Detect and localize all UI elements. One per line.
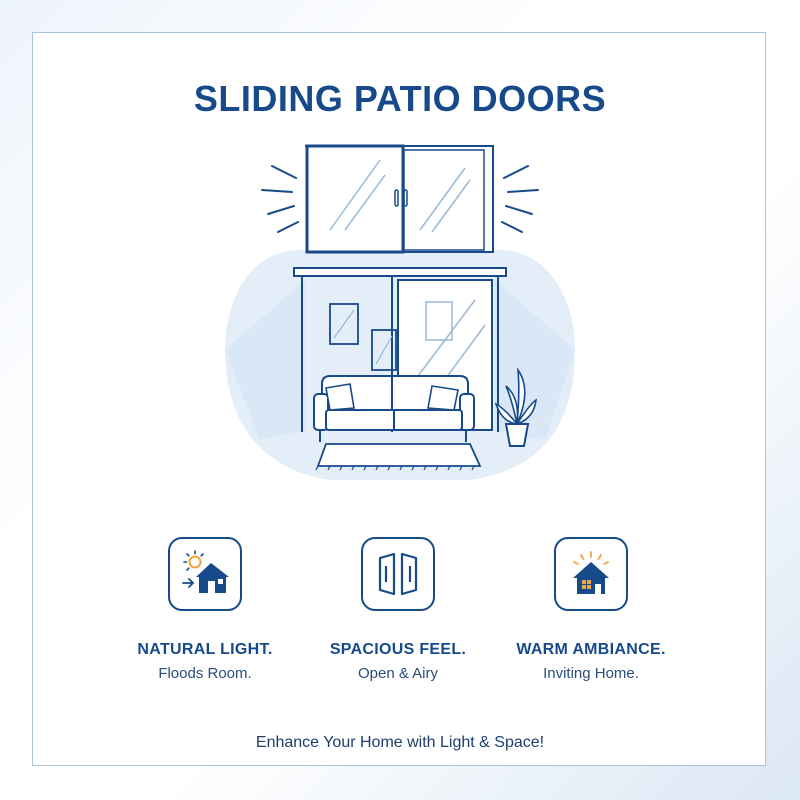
page-title: SLIDING PATIO DOORS bbox=[193, 78, 607, 119]
feature-title: SPACIOUS FEEL. bbox=[329, 641, 467, 658]
warm-house-icon bbox=[573, 551, 609, 594]
light-rays-right bbox=[501, 165, 539, 233]
footer-tagline: Enhance Your Home with Light & Space! bbox=[255, 734, 545, 751]
feature-spacious-feel: SPACIOUS FEEL. Open & Airy bbox=[298, 537, 498, 682]
feature-subtitle: Open & Airy bbox=[357, 665, 439, 682]
light-beam-left bbox=[225, 280, 305, 440]
warm-ambiance-icon-box bbox=[554, 537, 628, 611]
natural-light-icon-box bbox=[168, 537, 242, 611]
sliding-door-top bbox=[305, 144, 494, 254]
hero-illustration bbox=[225, 144, 575, 480]
light-rays-left bbox=[261, 165, 299, 233]
spacious-feel-icon-box bbox=[361, 537, 435, 611]
feature-title: WARM AMBIANCE. bbox=[516, 641, 666, 658]
sun-house-icon bbox=[182, 550, 229, 593]
feature-natural-light: NATURAL LIGHT. Floods Room. bbox=[105, 537, 305, 682]
feature-subtitle: Inviting Home. bbox=[543, 665, 639, 682]
open-door-icon bbox=[378, 552, 418, 596]
feature-title: NATURAL LIGHT. bbox=[137, 641, 273, 658]
feature-warm-ambiance: WARM AMBIANCE. Inviting Home. bbox=[491, 537, 691, 682]
room-scene bbox=[293, 267, 537, 471]
feature-subtitle: Floods Room. bbox=[158, 665, 252, 682]
